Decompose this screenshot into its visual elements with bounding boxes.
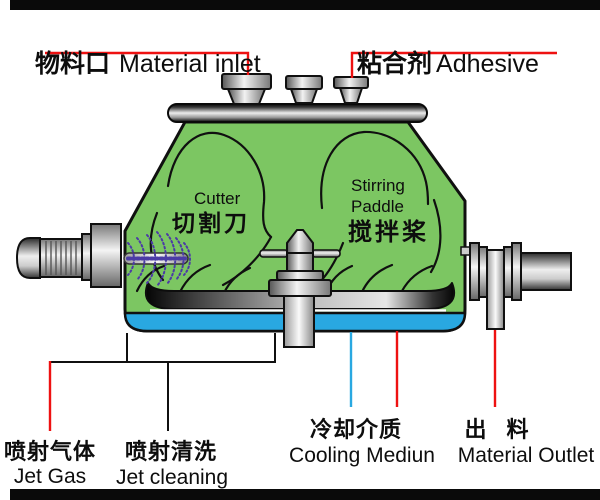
label-stirring-paddle-zh: 搅拌桨 bbox=[348, 219, 429, 246]
material-outlet-valve bbox=[460, 242, 572, 330]
label-jet-cleaning-en: Jet cleaning bbox=[115, 466, 229, 489]
label-cutter-zh: 切割刀 bbox=[172, 210, 250, 236]
adhesive-port bbox=[333, 76, 369, 104]
center-port bbox=[285, 75, 323, 104]
label-material-inlet: 物料口 Material inlet bbox=[35, 21, 261, 79]
cutter-motor bbox=[15, 223, 122, 288]
top-border-bar bbox=[10, 0, 600, 10]
label-stirring-paddle-en: Stirring Paddle bbox=[351, 176, 405, 216]
material-inlet-en: Material inlet bbox=[119, 49, 261, 78]
label-cooling-medium-zh: 冷却介质 bbox=[309, 417, 403, 442]
label-jet-gas-zh: 喷射气体 bbox=[3, 439, 97, 464]
leader-lines bbox=[45, 51, 557, 431]
cutter-spray bbox=[126, 231, 191, 287]
stirring-hub bbox=[259, 229, 341, 348]
vessel-lid bbox=[167, 103, 428, 123]
label-cooling-medium-en: Cooling Mediun bbox=[289, 444, 435, 467]
label-material-outlet-zh: 出 料 bbox=[464, 417, 536, 442]
label-material-outlet-en: Material Outlet bbox=[457, 444, 595, 467]
adhesive-en: Adhesive bbox=[436, 49, 539, 78]
label-jet-gas-en: Jet Gas bbox=[13, 465, 87, 488]
label-cutter-en: Cutter bbox=[194, 189, 241, 208]
label-jet-cleaning-zh: 喷射清洗 bbox=[124, 439, 218, 464]
material-inlet-port bbox=[221, 73, 272, 105]
material-inlet-zh: 物料口 bbox=[35, 49, 111, 78]
adhesive-zh: 粘合剂 bbox=[357, 49, 433, 78]
bottom-border-bar bbox=[10, 489, 600, 500]
